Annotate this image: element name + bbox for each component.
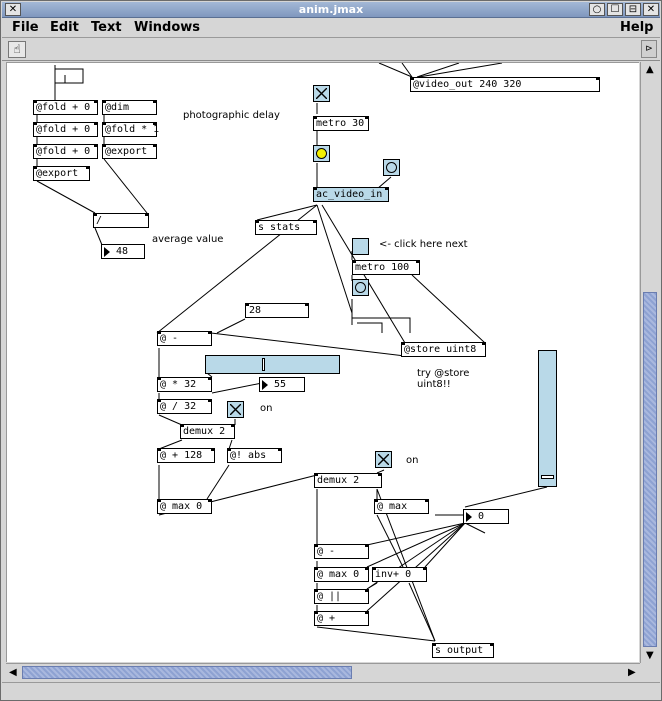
- comment-try-store: try @store: [417, 368, 470, 379]
- menu-help[interactable]: Help: [620, 20, 654, 35]
- add-object[interactable]: @ +: [314, 611, 369, 626]
- comment-average-value: average value: [152, 234, 224, 245]
- scroll-left-icon[interactable]: ◀: [9, 667, 17, 678]
- comment-photographic-delay: photographic delay: [183, 110, 280, 121]
- export-object[interactable]: @export: [33, 166, 90, 181]
- ac-video-in-object[interactable]: ac_video_in: [313, 187, 389, 202]
- vslider-number-value: 0: [478, 511, 485, 522]
- video-out-object[interactable]: @video_out 240 320: [410, 77, 600, 92]
- toggle-check-icon: [230, 404, 241, 415]
- max-object[interactable]: @ max 0: [157, 499, 212, 514]
- number-arrow-icon: [262, 380, 268, 390]
- bang-button[interactable]: [352, 279, 369, 296]
- bang-indicator-icon: [355, 282, 366, 293]
- max-object[interactable]: @ max: [374, 499, 429, 514]
- shade-icon[interactable]: ⊟: [625, 3, 641, 16]
- fold-object[interactable]: @fold + 0: [33, 122, 98, 137]
- horizontal-slider[interactable]: [205, 355, 340, 374]
- demux-object[interactable]: demux 2: [314, 473, 382, 488]
- fold-object[interactable]: @fold + 0: [33, 100, 98, 115]
- max-object[interactable]: @ max 0: [314, 567, 369, 582]
- comment-try-store-2: uint8!!: [417, 379, 451, 390]
- divide-object[interactable]: @ / 32: [157, 399, 212, 414]
- toggle-metro[interactable]: [313, 85, 330, 102]
- multiply-object[interactable]: @ * 32: [157, 377, 212, 392]
- menu-file[interactable]: File: [12, 20, 39, 35]
- title-bar[interactable]: ✕ anim.jmax ○ ☐ ⊟ ✕: [2, 2, 660, 18]
- divide-object[interactable]: /: [93, 213, 149, 228]
- menu-windows[interactable]: Windows: [134, 20, 201, 35]
- click-button[interactable]: [352, 238, 369, 255]
- demux-object[interactable]: demux 2: [180, 424, 235, 439]
- number-arrow-icon: [104, 247, 110, 257]
- fold-object[interactable]: @fold + 0: [33, 144, 98, 159]
- slider-knob[interactable]: [541, 475, 554, 479]
- close-icon[interactable]: ✕: [643, 3, 659, 16]
- toggle-demux-2[interactable]: [375, 451, 392, 468]
- scroll-down-icon[interactable]: ▼: [646, 650, 654, 661]
- slider-knob[interactable]: [262, 358, 265, 371]
- subtract-object[interactable]: @ -: [157, 331, 212, 346]
- window-close-icon[interactable]: ✕: [5, 3, 21, 16]
- menu-bar: File Edit Text Windows Help: [2, 18, 660, 38]
- scroll-right-icon[interactable]: ▶: [628, 667, 636, 678]
- vertical-slider[interactable]: [538, 350, 557, 487]
- abs-object[interactable]: @! abs: [227, 448, 282, 463]
- metro-object[interactable]: metro 30: [313, 116, 369, 131]
- vslider-number-box[interactable]: 0: [463, 509, 509, 524]
- patch-canvas[interactable]: @fold + 0 @fold + 0 @fold + 0 @export @d…: [6, 62, 639, 662]
- tool-bar: ☝ ⊳: [2, 39, 660, 61]
- slider-number-box[interactable]: 55: [259, 377, 305, 392]
- send-stats-object[interactable]: s stats: [255, 220, 317, 235]
- scroll-up-icon[interactable]: ▲: [646, 64, 654, 75]
- patch-connections: [36, 63, 548, 642]
- hand-tool-icon[interactable]: ☝: [8, 41, 26, 58]
- metro-object[interactable]: metro 100: [352, 260, 420, 275]
- toggle-check-icon: [378, 454, 389, 465]
- status-bar: [2, 682, 660, 700]
- fold-mul-object[interactable]: @fold * 1: [102, 122, 159, 137]
- comment-on: on: [406, 455, 419, 466]
- add-object[interactable]: @ + 128: [157, 448, 215, 463]
- comment-on: on: [260, 403, 273, 414]
- bang-indicator-icon: [316, 148, 327, 159]
- toggle-demux[interactable]: [227, 401, 244, 418]
- bang-button[interactable]: [383, 159, 400, 176]
- minimize-icon[interactable]: ○: [589, 3, 605, 16]
- slider-number-value: 55: [274, 379, 287, 390]
- export-object[interactable]: @export: [102, 144, 157, 159]
- vertical-scroll-thumb[interactable]: [643, 292, 657, 647]
- toggle-check-icon: [316, 88, 327, 99]
- inv-object[interactable]: inv+ 0: [372, 567, 427, 582]
- menu-edit[interactable]: Edit: [50, 20, 79, 35]
- dim-object[interactable]: @dim: [102, 100, 157, 115]
- bang-button[interactable]: [313, 145, 330, 162]
- store-uint8-object[interactable]: @store uint8: [401, 342, 486, 357]
- window-title: anim.jmax: [298, 3, 364, 16]
- horizontal-scroll-thumb[interactable]: [22, 666, 352, 679]
- maximize-icon[interactable]: ☐: [607, 3, 623, 16]
- horizontal-scrollbar[interactable]: ◀ ▶: [6, 663, 640, 681]
- vertical-scrollbar[interactable]: ▲ ▼: [640, 62, 659, 663]
- average-number-value: 48: [116, 246, 129, 257]
- send-output-object[interactable]: s output: [432, 643, 494, 658]
- comment-click-here-next: <- click here next: [379, 239, 468, 250]
- bang-indicator-icon: [386, 162, 397, 173]
- number-arrow-icon: [466, 512, 472, 522]
- or-object[interactable]: @ ||: [314, 589, 369, 604]
- number-box[interactable]: 28: [245, 303, 309, 318]
- toolbar-expand-icon[interactable]: ⊳: [641, 40, 657, 58]
- average-number-box[interactable]: 48: [101, 244, 145, 259]
- subtract-object[interactable]: @ -: [314, 544, 369, 559]
- menu-text[interactable]: Text: [91, 20, 122, 35]
